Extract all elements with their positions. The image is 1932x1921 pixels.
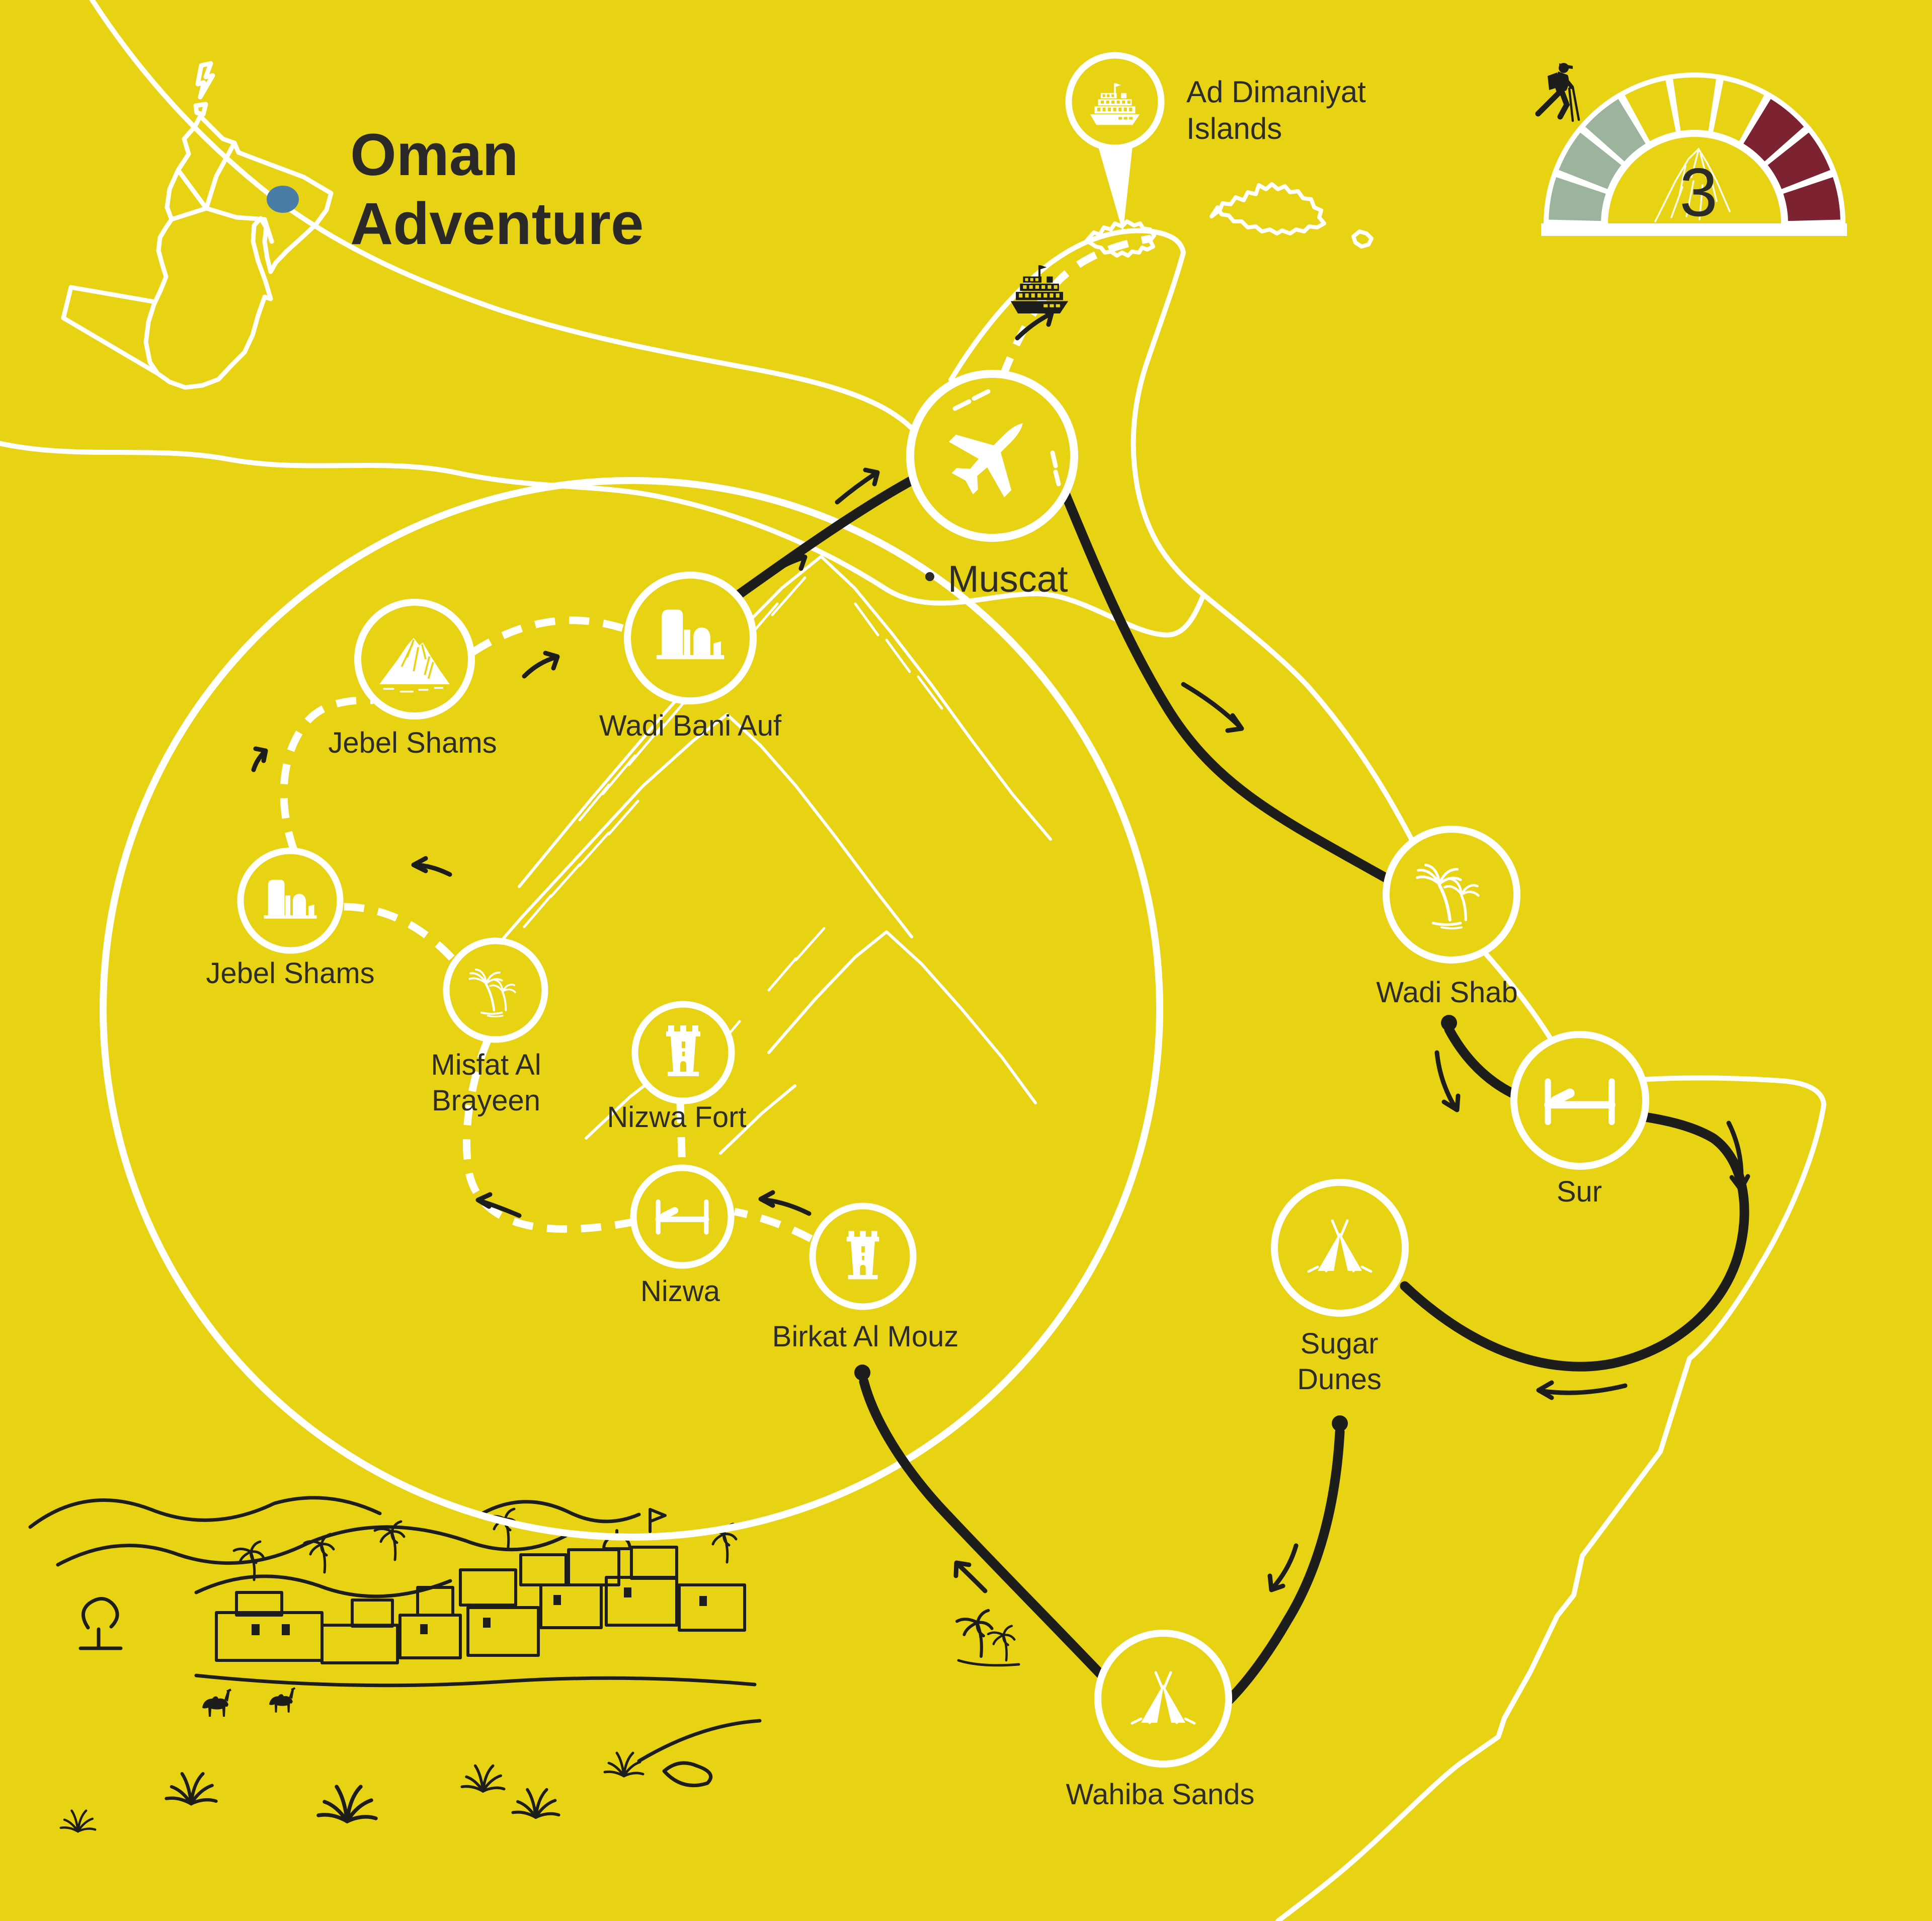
oman-mainland-outline: [143, 114, 334, 390]
label-jebel-shams-peak: Jebel Shams: [328, 727, 497, 759]
label-misfat-al-brayeen: Misfat Al Brayeen: [431, 1049, 541, 1117]
label-nizwa: Nizwa: [640, 1275, 720, 1308]
marker-jebel-shams-south: [237, 847, 344, 954]
difficulty-value: 3: [1679, 154, 1718, 230]
label-wadi-shab: Wadi Shab: [1376, 976, 1518, 1009]
label-muscat: Muscat: [948, 558, 1068, 600]
marker-misfat-al-brayeen: [443, 937, 548, 1043]
difficulty-gauge: [1535, 63, 1847, 236]
title-line-2: Adventure: [350, 190, 644, 257]
plane-icon: [948, 423, 1023, 498]
page-title: Oman Adventure: [350, 121, 644, 259]
marker-jebel-shams-peak: [354, 599, 475, 719]
tour-area-blue-dot: [267, 186, 299, 213]
inset-region-border: [169, 140, 237, 222]
label-ad-dimaniyat-islands: Ad Dimaniyat Islands: [1186, 75, 1366, 146]
label-jebel-shams-south: Jebel Shams: [206, 957, 375, 990]
route-endpoint-dots: [854, 1015, 1457, 1431]
gauge-segments: [1549, 77, 1840, 222]
desert-village-sketch: [28, 1496, 762, 1831]
label-birkat-al-mouz: Birkat Al Mouz: [772, 1320, 959, 1353]
ad-dimaniyat-pin-marker: [1065, 52, 1165, 232]
hiker-icon: [1535, 63, 1580, 122]
marker-nizwa-fort: [631, 1001, 735, 1104]
marker-sugar-dunes: [1271, 1179, 1409, 1317]
label-wadi-bani-auf: Wadi Bani Auf: [599, 709, 782, 742]
inset-region-border: [204, 206, 274, 244]
mountain-range-sketch: [454, 555, 1052, 1155]
islands-outline: [1085, 182, 1374, 258]
title-line-1: Oman: [350, 122, 519, 188]
marker-muscat: [906, 370, 1078, 542]
marker-wahiba-sands: [1094, 1630, 1232, 1768]
label-wahiba-sands: Wahiba Sands: [1066, 1778, 1255, 1811]
marker-sur: [1510, 1031, 1649, 1170]
marker-wadi-shab: [1383, 826, 1520, 964]
stop-markers: [237, 370, 1649, 1768]
direction-arrows: [251, 307, 1750, 1593]
musandam-fragment: [195, 61, 215, 100]
gauge-mountain-sketch: [1654, 147, 1731, 222]
camels-sketch: [202, 1687, 296, 1717]
plane-motion-dashes: [952, 389, 1061, 487]
inset-region-border: [176, 168, 209, 211]
coastline: [0, 0, 1826, 1921]
dashed-route-lines: [280, 234, 1152, 1242]
beach-palms-sketch: [957, 1611, 1020, 1667]
tour-highlight-circle: [100, 477, 1163, 1541]
label-sugar-dunes: Sugar Dunes: [1297, 1327, 1382, 1396]
mountain-peak-icon: [379, 637, 450, 693]
marker-birkat-al-mouz: [809, 1203, 917, 1310]
label-nizwa-fort: Nizwa Fort: [607, 1101, 747, 1134]
muscat-city-dot: [925, 572, 934, 581]
marker-nizwa: [630, 1164, 735, 1269]
inset-region-border: [61, 285, 160, 376]
label-sur: Sur: [1556, 1175, 1602, 1208]
marker-wadi-bani-auf: [624, 572, 757, 704]
oman-country-inset: [61, 61, 334, 390]
